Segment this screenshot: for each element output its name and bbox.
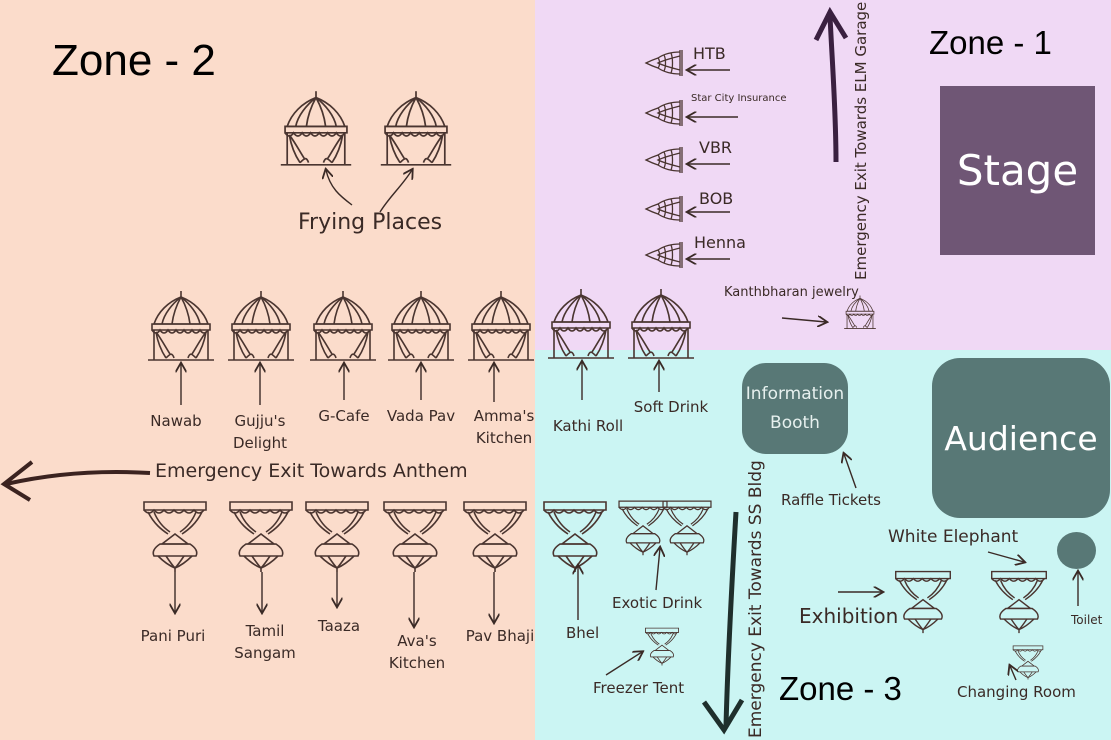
arrow-frying-1: [326, 170, 353, 206]
tent-kathi-roll: [547, 288, 615, 359]
emergency-arrowhead-elm: [813, 6, 849, 42]
zone1-arrows: [688, 70, 738, 259]
tent-exotic-drink-2: [662, 500, 712, 556]
info-booth-line2: Booth: [770, 412, 820, 433]
tent-taaza: [305, 501, 369, 573]
tent-soft-drink: [627, 288, 695, 359]
tent-vbr: [645, 146, 683, 174]
arrow-kanthbharan: [781, 318, 826, 322]
tent-kanthbharan: [843, 295, 877, 329]
label-pav-bhaji: Pav Bhaji: [465, 627, 535, 645]
arrow-changing-room: [1010, 666, 1016, 681]
tent-exotic-drink-1: [618, 500, 668, 556]
tent-avas-kitchen: [383, 501, 447, 573]
zone-2-title: Zone - 2: [52, 36, 216, 85]
tent-star-city: [645, 99, 683, 127]
label-pani-puri: Pani Puri: [140, 627, 206, 645]
stage-label: Stage: [956, 146, 1079, 195]
bottom-row-arrows: [175, 572, 494, 626]
toilet-circle: [1057, 532, 1096, 569]
emergency-arrow-elm: [827, 15, 839, 163]
label-bhel: Bhel: [566, 624, 600, 642]
label-toilet: Toilet: [1071, 613, 1103, 627]
tent-bob: [645, 195, 683, 223]
tent-gujjus-delight: [227, 290, 295, 361]
tent-changing-room: [1012, 645, 1044, 680]
tent-henna: [645, 241, 683, 269]
label-exhibition: Exhibition: [799, 604, 899, 628]
arrow-frying-2: [379, 170, 412, 213]
tent-exhibition-1: [894, 570, 952, 634]
label-kathi-roll: Kathi Roll: [552, 417, 624, 435]
tent-tamil-sangam: [229, 501, 293, 573]
label-henna: Henna: [694, 233, 746, 252]
emergency-arrow-anthem: [5, 470, 151, 486]
label-freezer-tent: Freezer Tent: [593, 679, 685, 697]
label-star-city-insurance: Star City Insurance: [691, 93, 787, 104]
zone-1-title: Zone - 1: [929, 24, 1052, 61]
arrow-white-elephant: [987, 551, 1024, 562]
tent-vada-pav: [387, 290, 455, 361]
tent-freezer: [645, 627, 679, 666]
tent-ammas-kitchen: [467, 290, 535, 361]
top-row-arrows: [181, 362, 659, 405]
arrow-freezer: [605, 652, 642, 676]
label-nawab: Nawab: [150, 412, 202, 430]
label-white-elephant: White Elephant: [888, 527, 1019, 547]
tent-pav-bhaji: [463, 501, 527, 573]
frying-tent-1: [279, 90, 353, 166]
info-booth-line1: Information: [745, 383, 845, 404]
tent-nawab: [147, 290, 215, 361]
zone-2-area: [0, 0, 535, 740]
arrow-exotic-drink: [656, 548, 660, 591]
emergency-arrowhead-ss: [701, 698, 745, 735]
audience-box: Audience: [932, 358, 1110, 518]
emergency-arrowhead-anthem: [0, 460, 34, 502]
label-kanthbharan-jewelry: Kanthbharan jewelry: [724, 285, 859, 300]
audience-label: Audience: [944, 418, 1098, 458]
tent-g-cafe: [309, 290, 377, 361]
frying-places-label: Frying Places: [298, 210, 443, 235]
emergency-exit-elm-label: Emergency Exit Towards ELM Garage: [852, 1, 870, 280]
emergency-exit-ss-label: Emergency Exit Towards SS Bldg: [746, 460, 766, 738]
label-htb: HTB: [693, 44, 726, 63]
tent-bhel: [543, 501, 607, 573]
label-exotic-drink: Exotic Drink: [612, 594, 703, 612]
tent-htb: [645, 49, 683, 77]
label-changing-room: Changing Room: [957, 683, 1076, 701]
information-booth: Information Booth: [742, 363, 848, 454]
emergency-arrow-ss: [723, 511, 739, 727]
label-taaza: Taaza: [317, 617, 361, 635]
tent-pani-puri: [143, 501, 207, 573]
emergency-exit-anthem-label: Emergency Exit Towards Anthem: [155, 460, 468, 482]
label-soft-drink: Soft Drink: [633, 398, 709, 416]
arrow-raffle: [844, 454, 857, 489]
zone-3-title: Zone - 3: [779, 670, 902, 707]
frying-tent-2: [379, 90, 453, 166]
label-g-cafe: G-Cafe: [318, 407, 370, 425]
label-raffle-tickets: Raffle Tickets: [781, 491, 881, 509]
label-vada-pav: Vada Pav: [386, 407, 456, 425]
stage-box: Stage: [940, 86, 1095, 255]
label-vbr: VBR: [699, 138, 733, 157]
tent-exhibition-2: [990, 570, 1048, 634]
label-bob: BOB: [699, 189, 734, 208]
